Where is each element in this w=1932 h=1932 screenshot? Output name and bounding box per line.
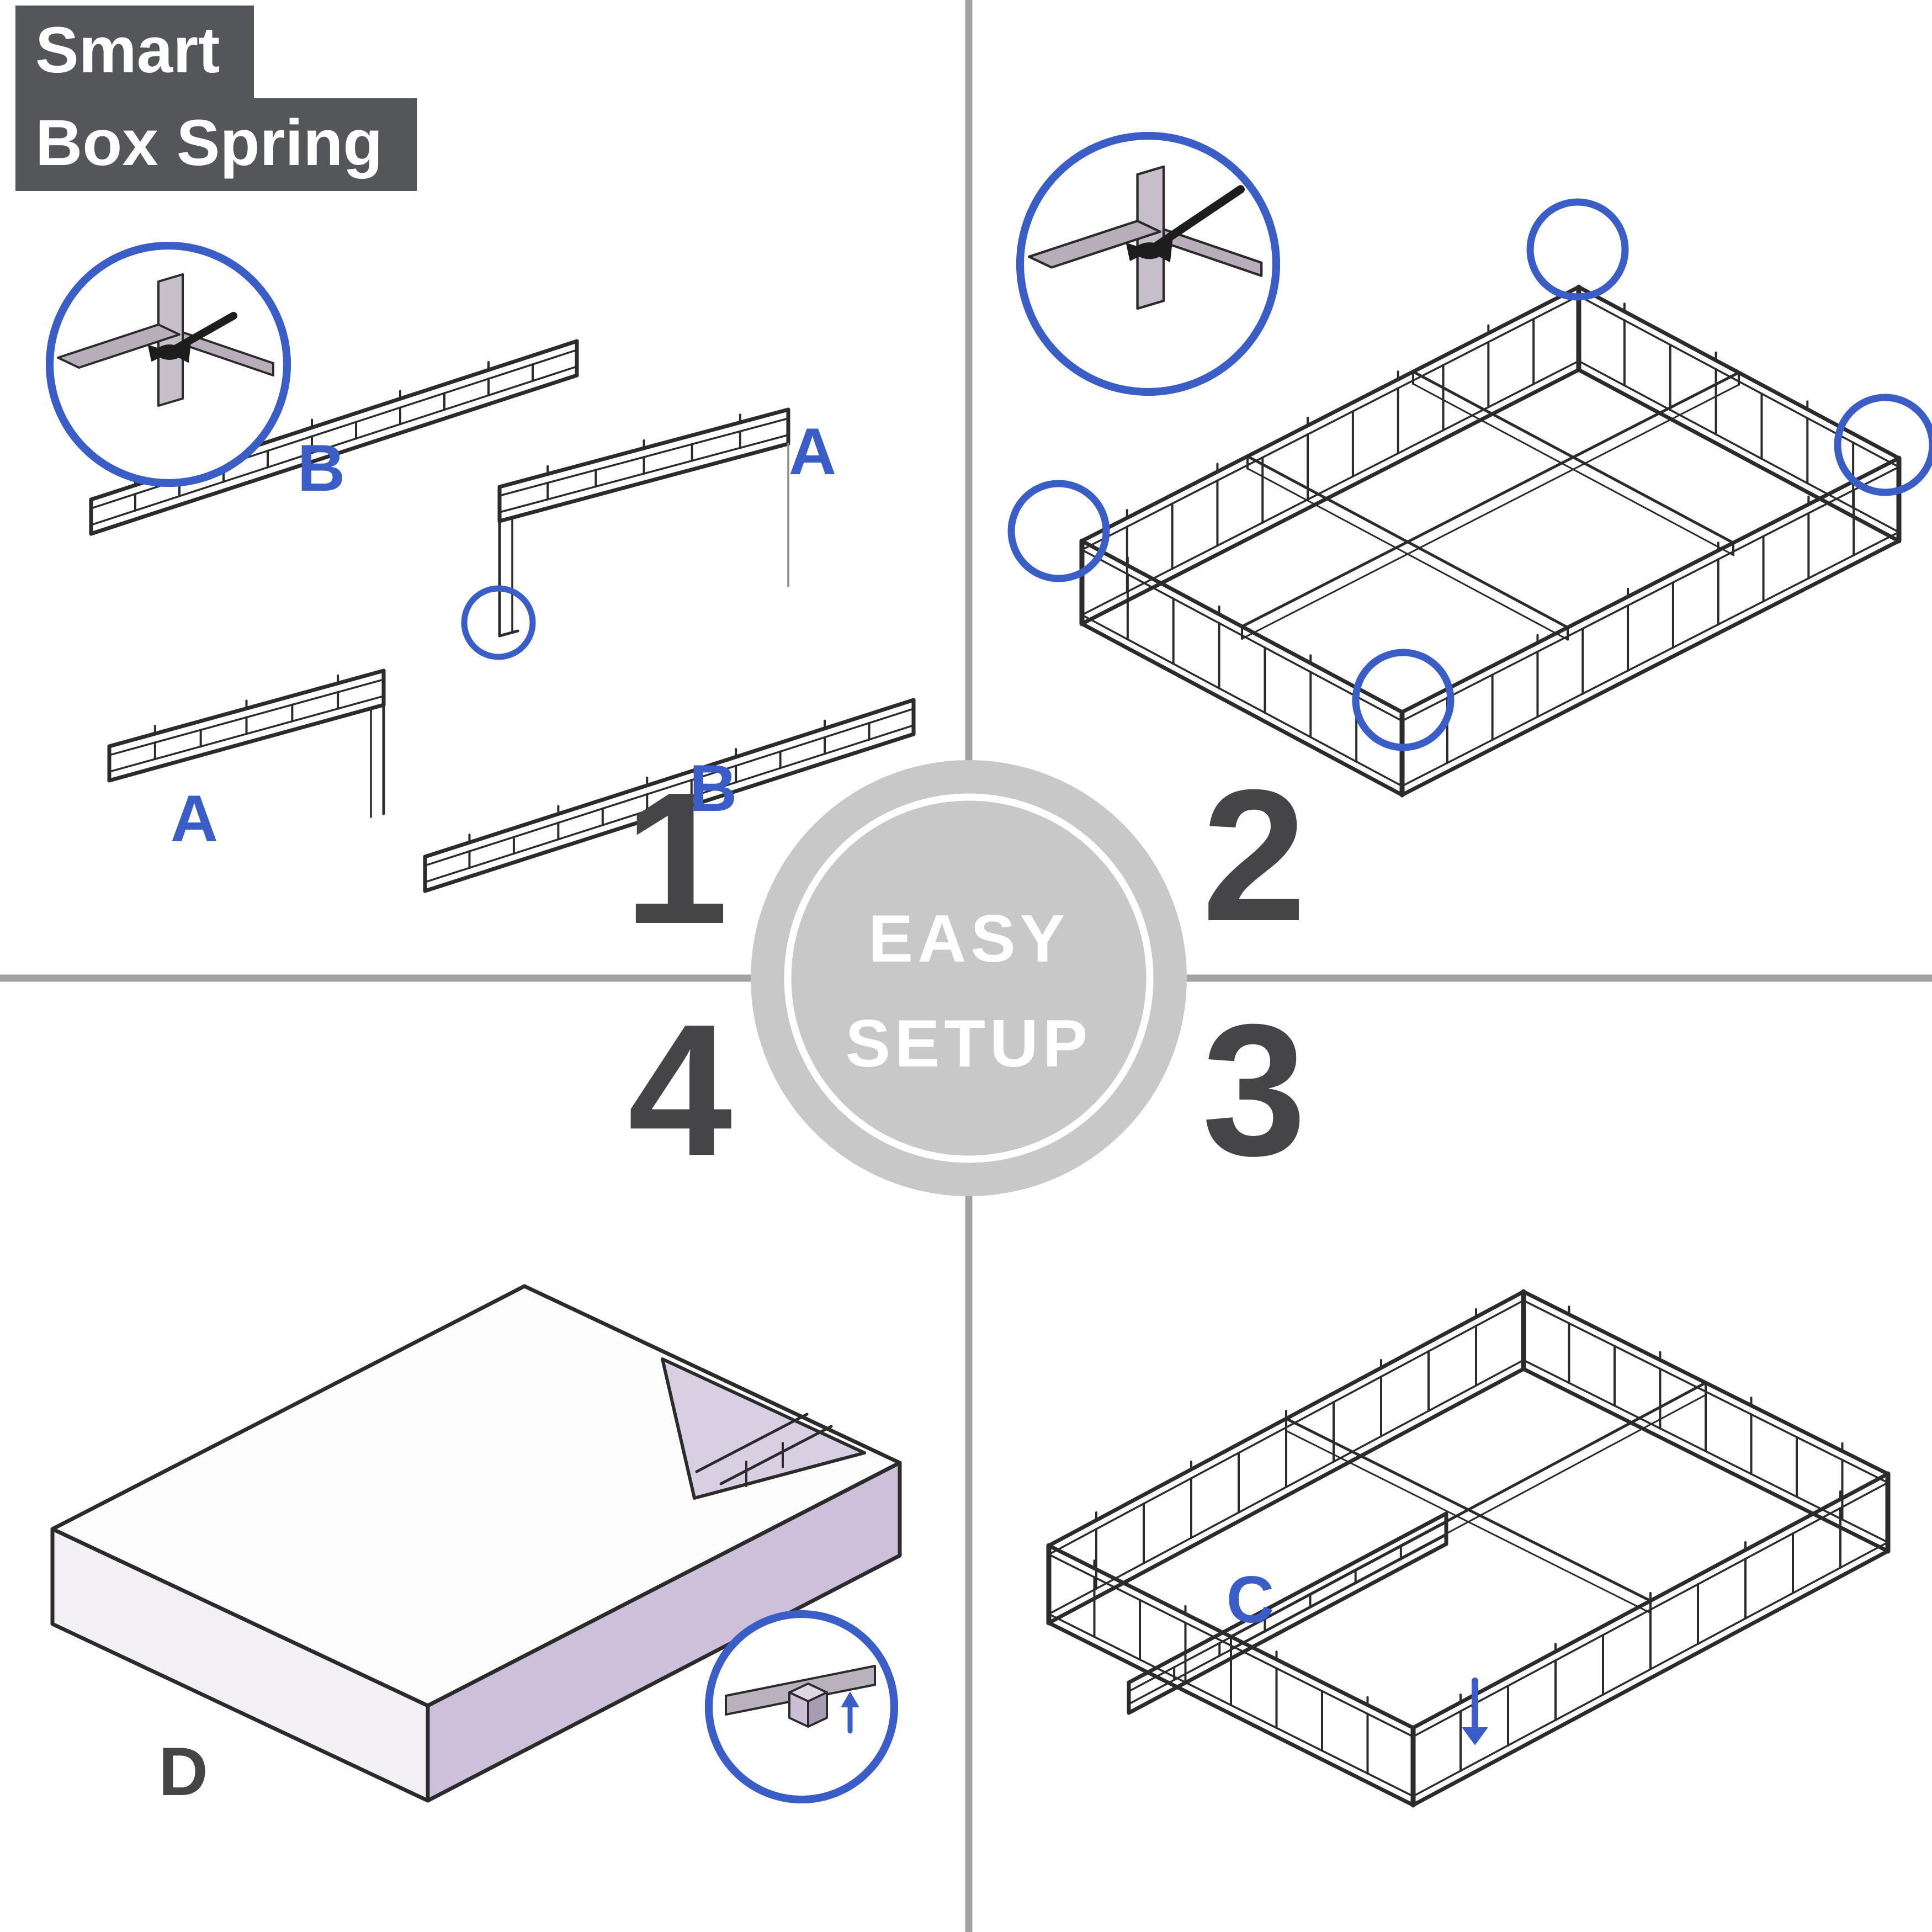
step-3-number: 3: [1202, 985, 1307, 1195]
step-4-label-d: D: [158, 1734, 208, 1810]
step-4-number: 4: [628, 985, 733, 1195]
step-3-label-c: C: [1226, 1563, 1275, 1637]
step-1-label-a-bottom: A: [170, 782, 219, 856]
product-title-line-1: Smart: [15, 6, 254, 98]
easy-setup-line-1: EASY: [868, 901, 1070, 976]
step-1-label-b-bottom: B: [689, 751, 737, 825]
easy-setup-line-2: SETUP: [845, 1006, 1092, 1081]
step-2-illustration: [1007, 132, 1932, 798]
product-title-line-2: Box Spring: [15, 98, 417, 191]
step-1-label-a-top: A: [788, 415, 837, 489]
step-1-number: 1: [624, 753, 729, 963]
step-2-number: 2: [1202, 751, 1307, 960]
easy-setup-circle: [751, 760, 1187, 1196]
easy-setup-disc: [751, 760, 1187, 1196]
wing-bolt-joint-detail: [1027, 165, 1263, 310]
insert-direction-arrow: [1462, 1678, 1488, 1745]
wing-bolt-joint-detail: [57, 273, 274, 407]
joint-highlight-circle: [461, 585, 536, 660]
corner-highlight-circle: [1834, 394, 1932, 496]
step-4-illustration: [50, 1284, 902, 1803]
step-3-illustration: [1046, 1289, 1891, 1808]
corner-highlight-circle: [1007, 480, 1110, 582]
product-title-badge: Smart Box Spring: [15, 6, 417, 191]
step-1-illustration: [46, 242, 916, 893]
corner-highlight-circle: [1526, 198, 1629, 301]
step-1-label-b-top: B: [297, 431, 346, 505]
corner-highlight-circle: [1352, 649, 1455, 751]
